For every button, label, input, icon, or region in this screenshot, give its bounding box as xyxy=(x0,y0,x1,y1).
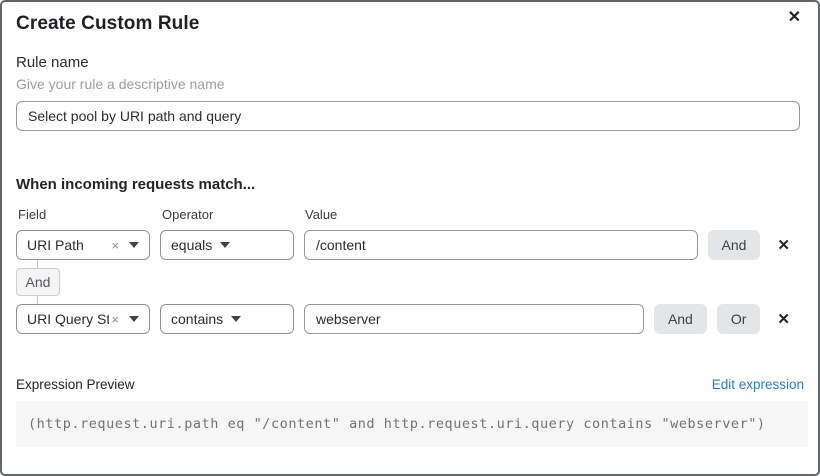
field-select[interactable]: URI Path × xyxy=(16,230,150,260)
value-column-label: Value xyxy=(305,207,338,222)
rule-name-helper-text: Give your rule a descriptive name xyxy=(16,76,225,92)
and-button[interactable]: And xyxy=(707,230,761,260)
chevron-down-icon xyxy=(129,316,139,322)
operator-column-label: Operator xyxy=(162,207,214,222)
or-button[interactable]: Or xyxy=(716,304,761,334)
condition-connector: And xyxy=(16,260,62,304)
rule-name-input[interactable] xyxy=(16,101,800,131)
page-title: Create Custom Rule xyxy=(16,13,200,34)
chevron-down-icon xyxy=(129,242,139,248)
clear-icon[interactable]: × xyxy=(111,237,119,253)
field-select-value: URI Path xyxy=(27,237,84,253)
operator-select[interactable]: contains xyxy=(160,304,294,334)
operator-select-value: contains xyxy=(171,311,224,327)
operator-select[interactable]: equals xyxy=(160,230,294,260)
value-input[interactable] xyxy=(304,230,698,260)
field-column-label: Field xyxy=(18,207,47,222)
condition-row: URI Query St... × contains And Or ✕ xyxy=(16,304,804,334)
field-select[interactable]: URI Query St... × xyxy=(16,304,150,334)
clear-icon[interactable]: × xyxy=(111,311,119,327)
condition-row: URI Path × equals And ✕ xyxy=(16,230,804,260)
remove-condition-icon[interactable]: ✕ xyxy=(777,310,790,328)
close-icon[interactable]: ✕ xyxy=(787,9,801,26)
expression-preview-code: (http.request.uri.path eq "/content" and… xyxy=(16,401,808,447)
connector-and-badge: And xyxy=(16,268,60,296)
remove-condition-icon[interactable]: ✕ xyxy=(777,236,790,254)
condition-column-labels: Field Operator Value xyxy=(16,207,804,222)
match-heading: When incoming requests match... xyxy=(16,176,256,193)
chevron-down-icon xyxy=(220,242,231,248)
field-select-value: URI Query St... xyxy=(27,311,110,327)
rule-name-label: Rule name xyxy=(16,54,89,71)
edit-expression-link[interactable]: Edit expression xyxy=(711,377,804,392)
chevron-down-icon xyxy=(231,316,242,322)
expression-preview-label: Expression Preview xyxy=(16,377,135,392)
and-button[interactable]: And xyxy=(653,304,707,334)
operator-select-value: equals xyxy=(171,237,213,253)
expression-preview-header: Expression Preview Edit expression xyxy=(16,377,804,392)
value-input[interactable] xyxy=(304,304,644,334)
